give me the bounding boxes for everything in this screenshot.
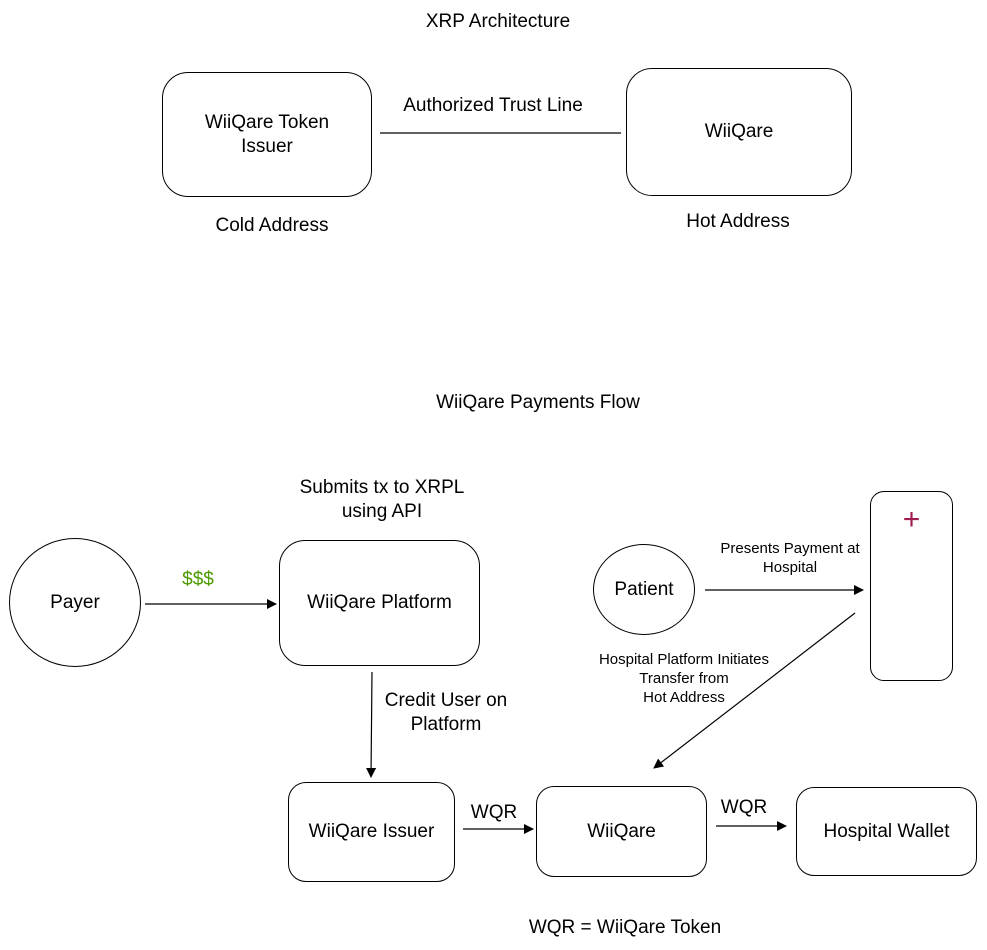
legend-text: WQR = WiiQare Token — [528, 917, 722, 938]
wiiqare-hot-box: WiiQare — [536, 786, 707, 877]
money-label: $$$ — [182, 569, 214, 590]
wiiqare-issuer-box: WiiQare Issuer — [288, 782, 455, 882]
cold-address-caption: Cold Address — [215, 215, 329, 236]
hospital-to-wiiqare-arrow — [653, 612, 856, 769]
payments-flow-title: WiiQare Payments Flow — [436, 392, 640, 413]
platform-caption: Submits tx to XRPL using API — [299, 477, 465, 522]
wqr-label-2: WQR — [720, 797, 768, 818]
token-issuer-box: WiiQare Token Issuer — [162, 72, 372, 197]
cross-icon: + — [902, 503, 921, 536]
hot-address-caption: Hot Address — [686, 211, 790, 232]
hospital-initiates-label: Hospital Platform Initiates Transfer fro… — [598, 651, 770, 706]
patient-node: Patient — [593, 544, 695, 635]
hospital-wallet-box: Hospital Wallet — [796, 787, 977, 876]
presents-payment-label: Presents Payment at Hospital — [720, 540, 860, 576]
payer-node: Payer — [9, 538, 141, 667]
hot-wallet-box: WiiQare — [626, 68, 852, 196]
wiiqare-platform-box: WiiQare Platform — [279, 540, 480, 666]
trust-line-label: Authorized Trust Line — [403, 95, 583, 116]
xrp-architecture-title: XRP Architecture — [425, 11, 571, 32]
credit-user-label: Credit User on Platform — [384, 690, 508, 735]
platform-to-issuer-arrow — [366, 671, 377, 778]
hospital-node: + — [870, 491, 953, 681]
wqr-label-1: WQR — [470, 802, 518, 823]
